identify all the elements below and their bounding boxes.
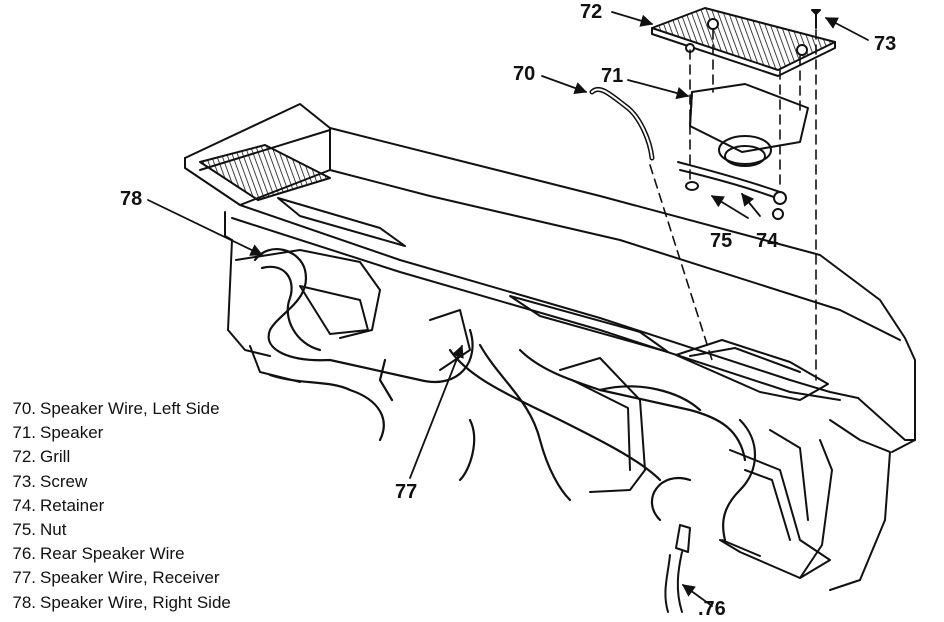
legend-number: 73. (12, 471, 36, 491)
legend-number: 71. (12, 423, 36, 443)
legend-item: 76.Rear Speaker Wire (2, 542, 231, 566)
legend-label: Screw (40, 471, 88, 491)
legend-label: Nut (40, 519, 67, 539)
callout-75: 75 (710, 230, 733, 252)
legend-item: 71.Speaker (2, 421, 231, 445)
legend-number: 78. (12, 592, 36, 612)
instrument-panel (184, 103, 916, 591)
callout-77: 77 (395, 481, 418, 503)
callout-76: .76 (698, 598, 726, 620)
legend-item: 73.Screw (2, 470, 231, 494)
wiring-harness (253, 248, 757, 542)
callout-71: 71 (601, 65, 624, 87)
legend-label: Speaker Wire, Receiver (40, 568, 220, 588)
legend-item: 78.Speaker Wire, Right Side (2, 591, 231, 615)
legend-number: 70. (12, 399, 36, 418)
legend-label: Speaker Wire, Left Side (40, 399, 220, 418)
legend-number: 74. (12, 495, 36, 515)
callout-70: 70 (513, 63, 536, 85)
legend-number: 75. (12, 519, 36, 539)
callout-74: 74 (756, 230, 779, 252)
legend-label: Grill (40, 447, 71, 467)
leader-lines (147, 11, 869, 607)
legend-item: 70.Speaker Wire, Left Side (2, 397, 231, 421)
legend-label: Rear Speaker Wire (40, 544, 185, 564)
legend-item: 72.Grill (2, 445, 231, 469)
callout-73: 73 (874, 33, 897, 55)
legend-number: 77. (12, 568, 36, 588)
legend-item: 75.Nut (2, 518, 231, 542)
legend-number: 72. (12, 447, 36, 467)
callout-78: 78 (120, 188, 143, 210)
parts-legend: 70.Speaker Wire, Left Side 71.Speaker 72… (2, 397, 231, 615)
legend-number: 76. (12, 544, 36, 564)
legend-item: 74.Retainer (2, 494, 231, 518)
legend-label: Speaker (40, 423, 104, 443)
legend-label: Retainer (40, 495, 105, 515)
speaker-assembly (589, 7, 836, 381)
legend-item: 77.Speaker Wire, Receiver (2, 566, 231, 590)
rear-speaker-wire (664, 524, 691, 613)
legend-label: Speaker Wire, Right Side (40, 592, 231, 612)
callout-72: 72 (580, 1, 603, 23)
